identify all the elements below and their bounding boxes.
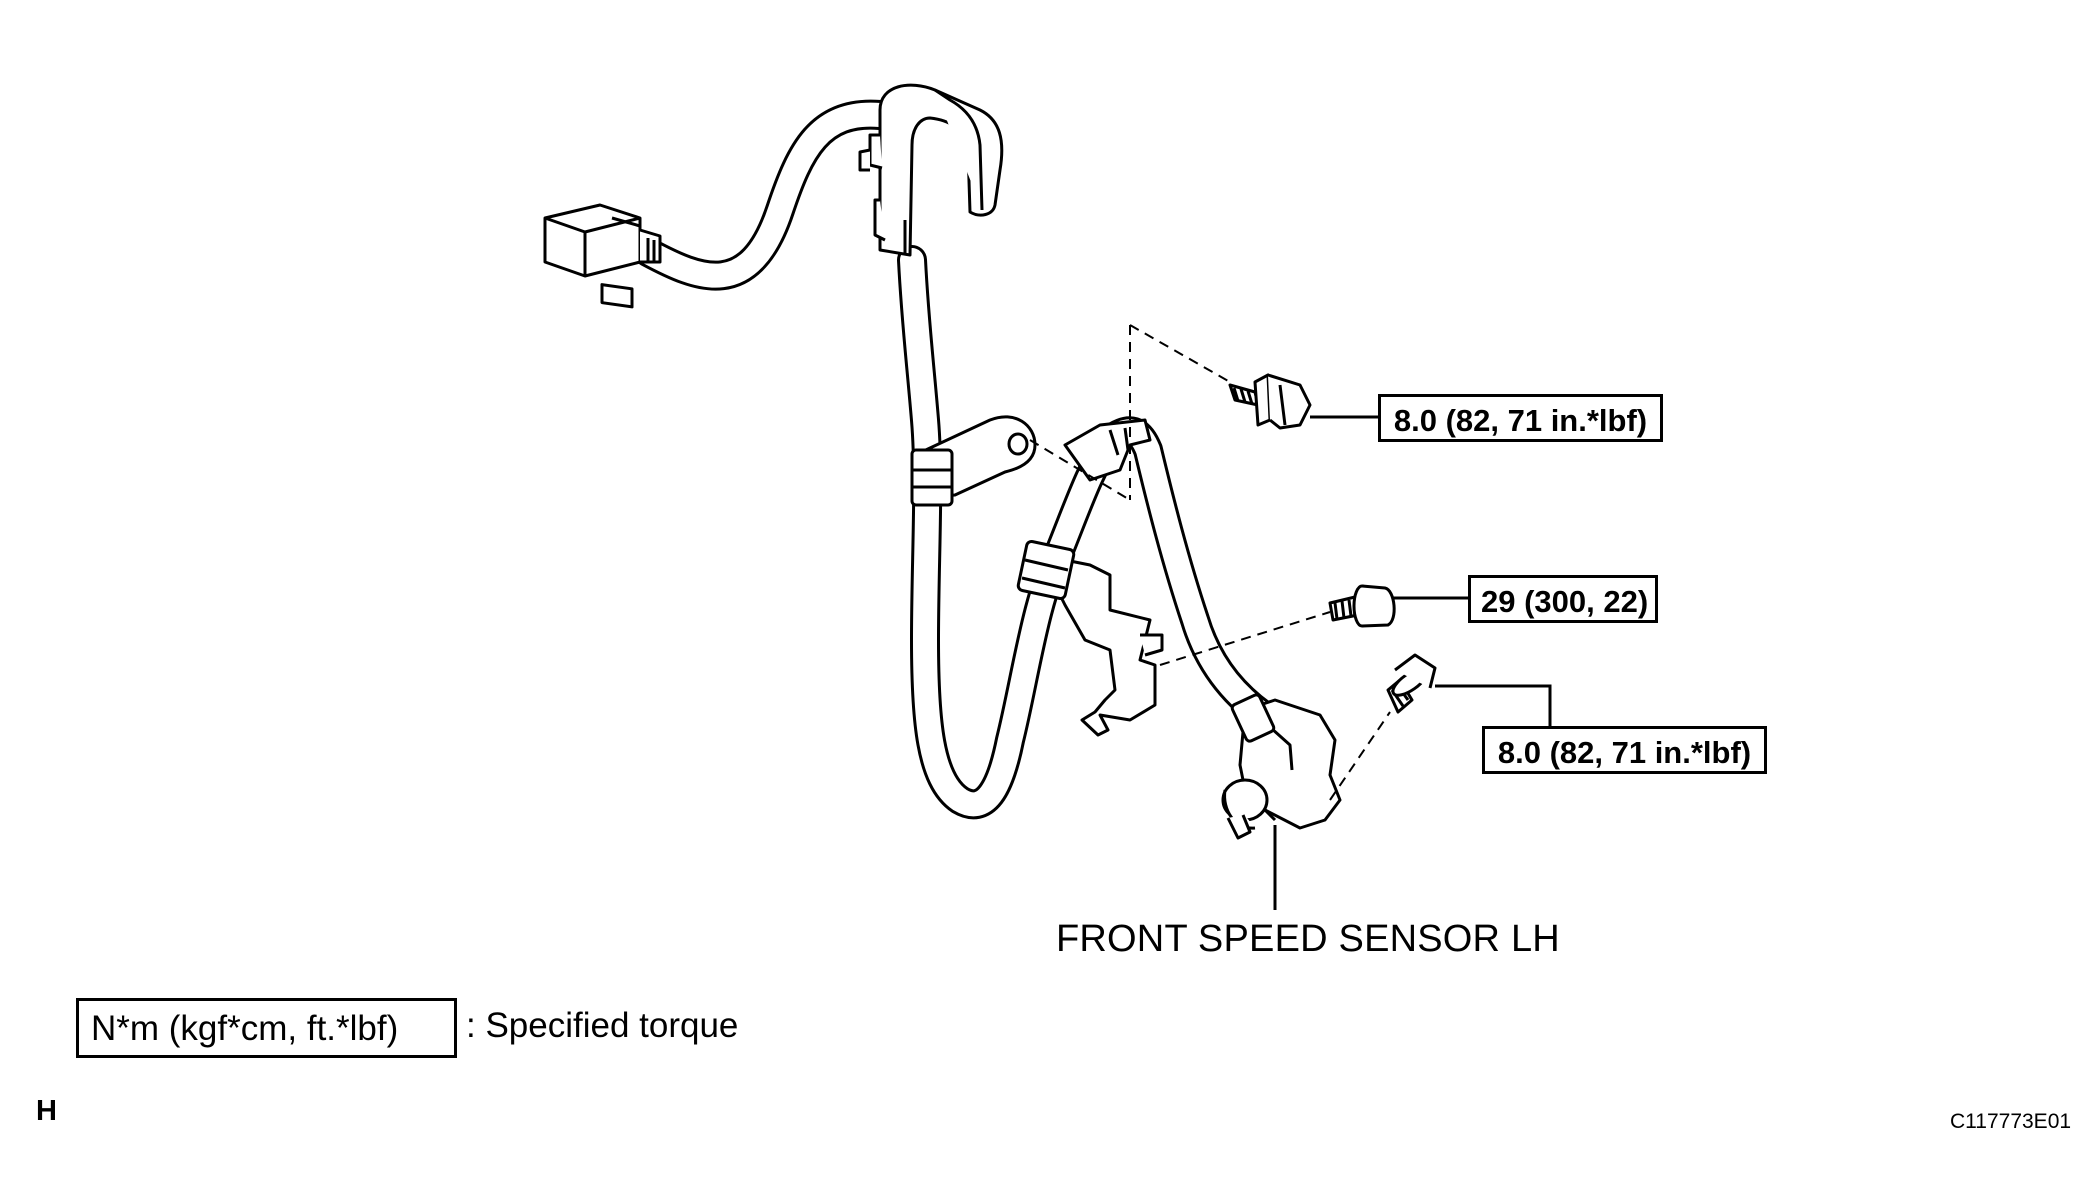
legend-unit-text: N*m (kgf*cm, ft.*lbf) [91, 1009, 399, 1048]
legend-unit-box: N*m (kgf*cm, ft.*lbf) [76, 998, 457, 1058]
figure-code: C117773E01 [1950, 1110, 2072, 1133]
part-label: FRONT SPEED SENSOR LH [1056, 918, 1560, 960]
torque-spec-text-3: 8.0 (82, 71 in.*lbf) [1497, 735, 1752, 770]
harness-clamp-1-icon [910, 415, 1037, 507]
installation-dashed-lines [1029, 324, 1391, 801]
harness-clamp-2-icon [1016, 539, 1164, 737]
legend-description: : Specified torque [466, 1006, 739, 1045]
torque-spec-box-1: 8.0 (82, 71 in.*lbf) [1378, 394, 1663, 442]
bolt-3-icon [1386, 653, 1437, 714]
connector-lead-wire [633, 99, 895, 291]
torque-leader-lines [1310, 415, 1552, 726]
torque-spec-box-3: 8.0 (82, 71 in.*lbf) [1482, 726, 1767, 774]
torque-spec-box-2: 29 (300, 22) [1468, 575, 1658, 623]
grommet-icon [858, 83, 1004, 257]
front-speed-sensor-icon [1221, 693, 1342, 840]
bolt-2-icon [1328, 584, 1396, 628]
torque-spec-text-1: 8.0 (82, 71 in.*lbf) [1393, 403, 1648, 438]
section-letter: H [36, 1095, 57, 1127]
torque-spec-text-2: 29 (300, 22) [1481, 584, 1649, 619]
bolt-1-icon [1228, 373, 1312, 430]
harness-connector-icon [543, 203, 662, 309]
